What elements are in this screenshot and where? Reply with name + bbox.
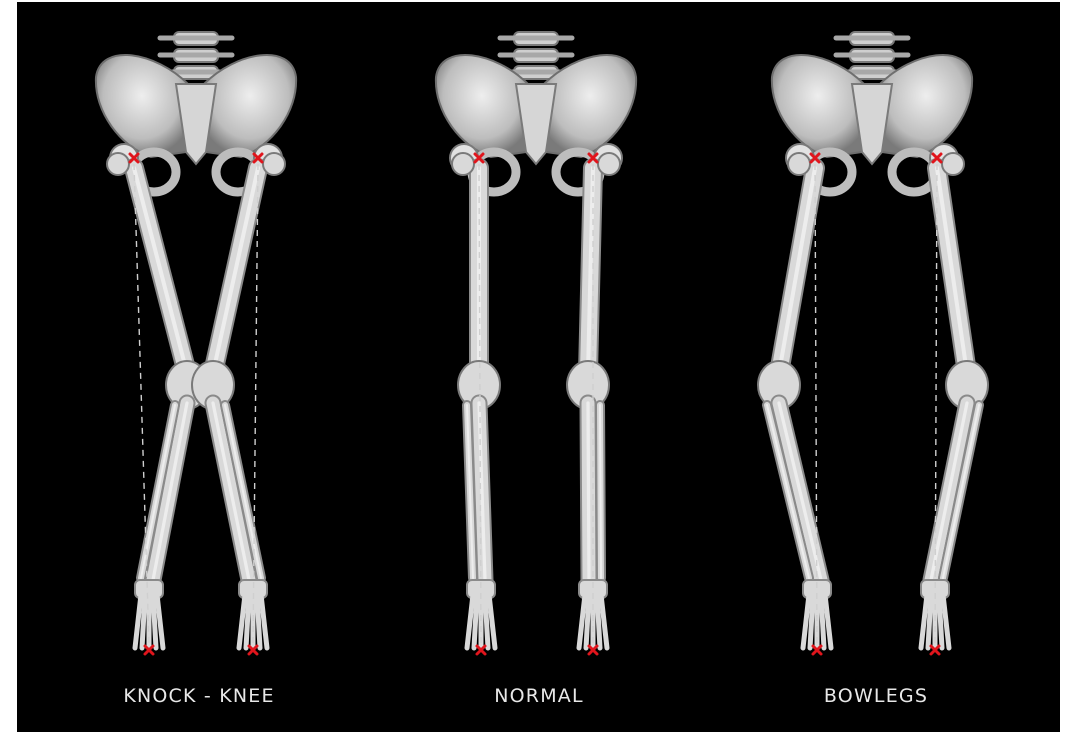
trochanter-right [942,153,964,175]
trochanter-left [788,153,810,175]
trochanter-right [598,153,620,175]
panel-knock-knee [96,32,296,654]
leg-alignment-illustration [17,2,1060,732]
caption-normal: NORMAL [389,685,689,707]
trochanter-left [107,153,129,175]
illustration-canvas: KNOCK - KNEE NORMAL BOWLEGS [17,2,1060,732]
panel-bowlegs [758,32,988,654]
trochanter-right [263,153,285,175]
panel-normal [436,32,636,654]
caption-bowlegs: BOWLEGS [726,685,1026,707]
trochanter-left [452,153,474,175]
caption-knock-knee: KNOCK - KNEE [49,685,349,707]
